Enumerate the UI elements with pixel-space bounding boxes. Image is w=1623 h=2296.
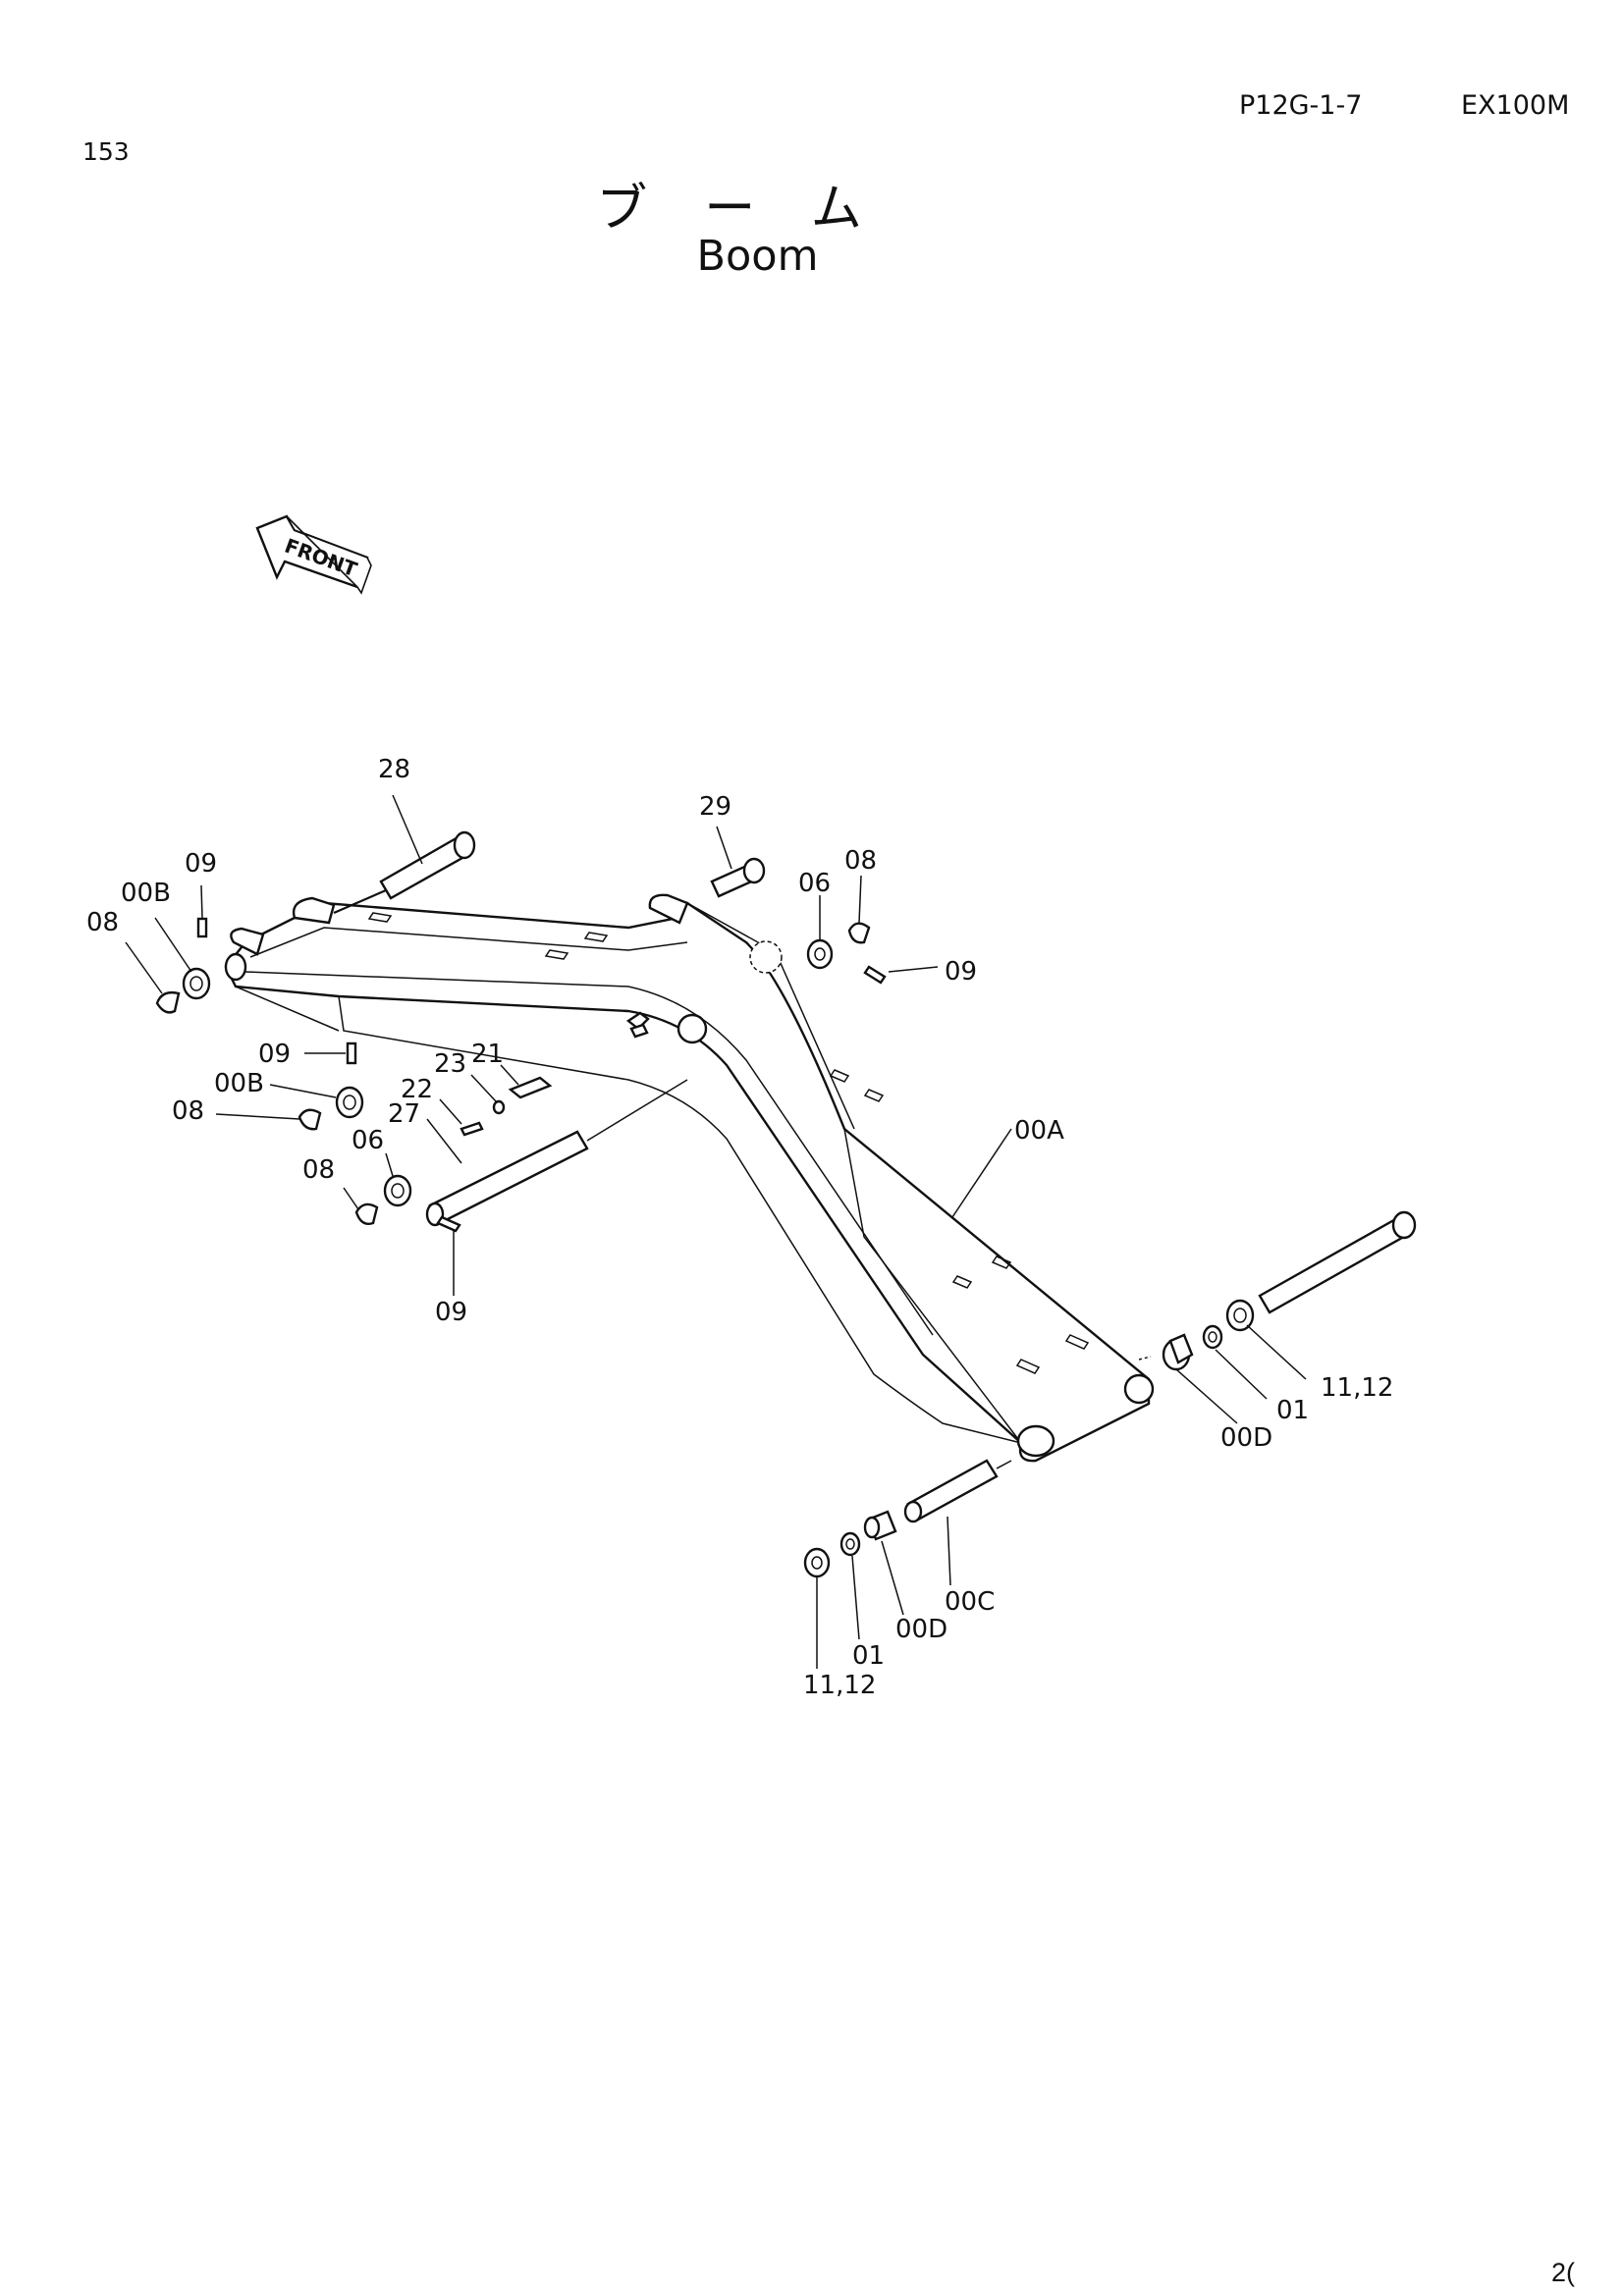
callout-09: 09 xyxy=(258,1040,291,1069)
callout-28: 28 xyxy=(378,755,410,784)
callout-01: 01 xyxy=(1276,1396,1309,1425)
front-arrow-icon: FRONT xyxy=(255,514,372,595)
small-parts xyxy=(155,917,1255,1578)
callout-08: 08 xyxy=(302,1155,335,1185)
callout-09: 09 xyxy=(435,1298,467,1327)
callout-01: 01 xyxy=(852,1641,885,1671)
callout-06: 06 xyxy=(352,1126,384,1155)
callout-11-12: 11,12 xyxy=(1321,1373,1393,1403)
callout-08: 08 xyxy=(86,908,119,937)
callout-09: 09 xyxy=(945,957,977,987)
boom-body xyxy=(224,893,1155,1463)
callout-00b: 00B xyxy=(121,879,171,908)
callout-08: 08 xyxy=(172,1096,204,1126)
callout-23: 23 xyxy=(434,1049,466,1079)
pin-11-12-long xyxy=(1258,1210,1417,1314)
callout-21: 21 xyxy=(471,1040,504,1069)
page-title: Boom xyxy=(696,232,819,281)
callout-06: 06 xyxy=(798,869,831,898)
callout-00b: 00B xyxy=(214,1069,264,1098)
callout-22: 22 xyxy=(401,1075,433,1104)
callout-11-12: 11,12 xyxy=(803,1671,876,1700)
model-name: EX100M xyxy=(1461,90,1570,121)
callout-00a: 00A xyxy=(1014,1116,1064,1146)
page-title-japanese: ブーム xyxy=(596,180,919,239)
callout-00c: 00C xyxy=(945,1587,995,1617)
corner-page-fragment: 2( xyxy=(1551,2258,1576,2287)
callout-29: 29 xyxy=(699,792,731,822)
callout-09: 09 xyxy=(185,849,217,879)
leader-lines xyxy=(125,794,1307,1669)
callout-00d: 00D xyxy=(1220,1423,1272,1453)
document-code: P12G-1-7 xyxy=(1239,90,1363,121)
page-number: 153 xyxy=(82,137,130,166)
callout-27: 27 xyxy=(388,1099,420,1129)
pin-00c xyxy=(903,1459,1012,1523)
pin-29 xyxy=(710,857,766,898)
callout-00d: 00D xyxy=(895,1615,947,1644)
pin-27 xyxy=(425,1079,688,1227)
pin-28 xyxy=(333,830,476,915)
callout-08: 08 xyxy=(844,846,877,876)
